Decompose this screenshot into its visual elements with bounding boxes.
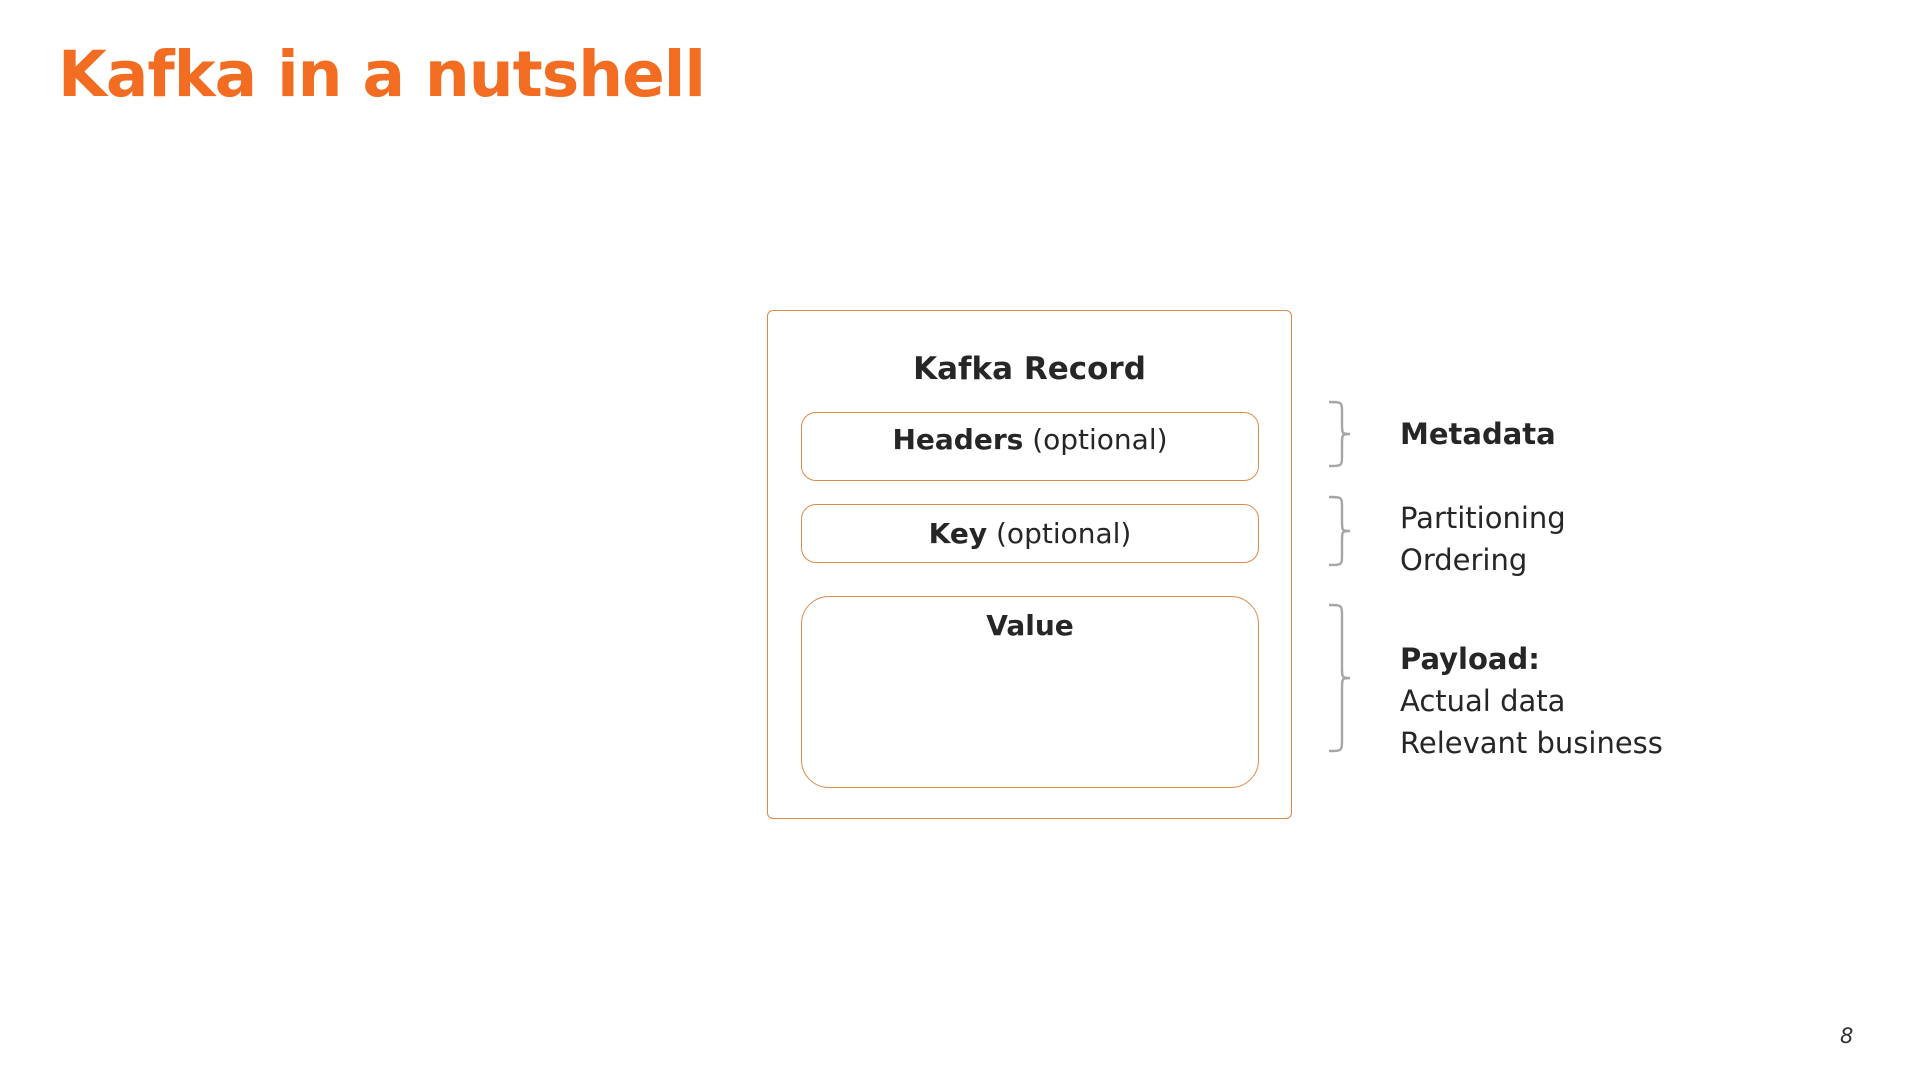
partitioning-annotation-line2: Ordering — [1400, 543, 1528, 577]
partitioning-annotation: Partitioning Ordering — [1400, 497, 1566, 581]
key-box-label-bold: Key — [928, 517, 988, 550]
key-box-label: Key (optional) — [929, 517, 1132, 550]
metadata-annotation-line1: Metadata — [1400, 417, 1556, 451]
headers-box-label-rest: (optional) — [1023, 423, 1168, 456]
payload-annotation-line2: Actual data — [1400, 684, 1566, 718]
metadata-annotation: Metadata — [1400, 413, 1556, 455]
page-number: 8 — [1840, 1024, 1854, 1048]
partitioning-brace-icon — [1328, 495, 1351, 567]
slide-title: Kafka in a nutshell — [58, 38, 706, 111]
headers-box-label: Headers (optional) — [892, 423, 1167, 456]
payload-annotation-line3: Relevant business — [1400, 726, 1663, 760]
payload-annotation: Payload: Actual data Relevant business — [1400, 638, 1663, 764]
key-box: Key (optional) — [801, 504, 1259, 563]
payload-brace-icon — [1328, 603, 1351, 753]
value-box-label-bold: Value — [986, 609, 1074, 642]
headers-box-label-bold: Headers — [892, 423, 1024, 456]
partitioning-annotation-line1: Partitioning — [1400, 501, 1566, 535]
kafka-record-title: Kafka Record — [913, 351, 1146, 387]
value-box-label: Value — [986, 609, 1074, 642]
key-box-label-rest: (optional) — [987, 517, 1132, 550]
kafka-record-box: Kafka Record Headers (optional) Key (opt… — [767, 310, 1292, 819]
metadata-brace-icon — [1328, 400, 1351, 468]
payload-annotation-line1: Payload: — [1400, 642, 1540, 676]
headers-box: Headers (optional) — [801, 412, 1259, 481]
value-box: Value — [801, 596, 1259, 788]
